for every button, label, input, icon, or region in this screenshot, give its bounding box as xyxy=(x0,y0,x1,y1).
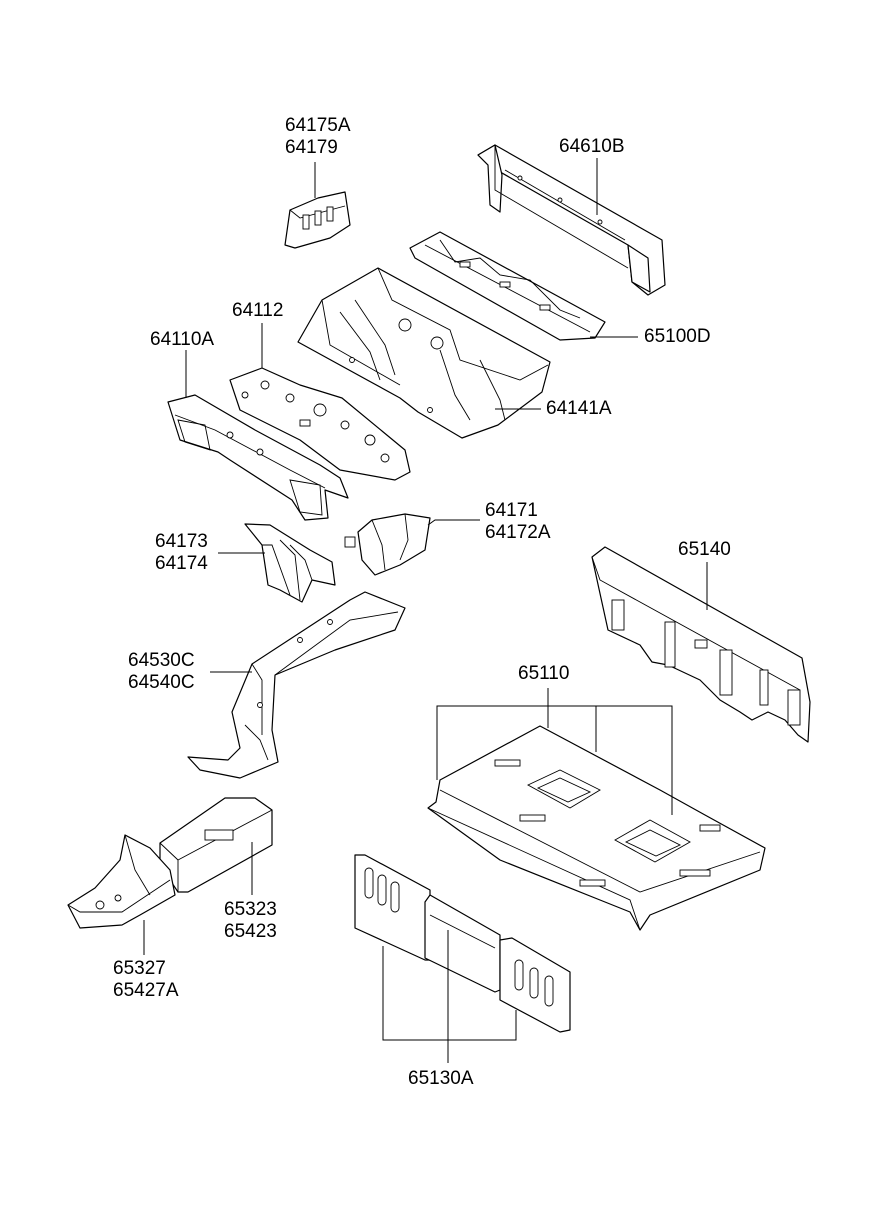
callout-text: 64173 xyxy=(155,531,208,552)
callout-text: 64530C xyxy=(128,650,195,671)
part-member-end-65327 xyxy=(67,834,176,929)
leader-lines xyxy=(143,158,708,1063)
callout-64530c-64540c: 64530C 64540C xyxy=(128,650,195,694)
part-dash-panel-64110 xyxy=(167,394,349,521)
callout-text: 64171 xyxy=(485,500,538,521)
callout-text: 65327 xyxy=(113,958,166,979)
callout-text: 65423 xyxy=(224,921,277,942)
callout-64610b: 64610B xyxy=(559,136,625,158)
callout-64141a: 64141A xyxy=(546,398,612,420)
callout-64110a: 64110A xyxy=(150,329,214,351)
callout-text: 64112 xyxy=(232,300,284,321)
part-side-member-64530 xyxy=(187,591,406,779)
callout-64175a-64179: 64175A 64179 xyxy=(285,115,351,159)
callout-text: 64610B xyxy=(559,136,625,157)
callout-text: 65130A xyxy=(408,1068,474,1089)
callout-65100d: 65100D xyxy=(644,326,711,348)
callout-text: 65100D xyxy=(644,326,711,347)
callout-text: 64179 xyxy=(285,137,338,158)
part-rear-member-65323 xyxy=(159,797,273,893)
part-plate-64112 xyxy=(229,367,411,481)
part-bracket-64175 xyxy=(284,191,351,249)
part-crossmember-64610 xyxy=(477,144,666,296)
callout-64112: 64112 xyxy=(232,300,283,322)
callout-text: 64540C xyxy=(128,672,195,693)
callout-65140: 65140 xyxy=(678,539,731,561)
part-crossmember-65140 xyxy=(591,546,811,743)
callout-text: 65427A xyxy=(113,980,179,1001)
callout-text: 65110 xyxy=(518,663,570,684)
part-bracket-64173 xyxy=(244,523,336,603)
callout-text: 64141A xyxy=(546,398,612,419)
part-reinforcement-65100 xyxy=(409,231,606,341)
callout-65110: 65110 xyxy=(518,663,569,685)
callout-64173-64174: 64173 64174 xyxy=(155,531,208,575)
callout-text: 65323 xyxy=(224,899,277,920)
callout-text: 64172A xyxy=(485,522,551,543)
callout-text: 64110A xyxy=(150,329,215,350)
callout-65130a: 65130A xyxy=(408,1068,474,1090)
part-bracket-64171 xyxy=(344,513,431,576)
callout-text: 65140 xyxy=(678,539,731,560)
part-panels-65130 xyxy=(354,854,571,1033)
callout-65323-65423: 65323 65423 xyxy=(224,899,277,943)
part-rear-floor-65110 xyxy=(427,725,766,931)
callout-text: 64174 xyxy=(155,553,208,574)
callout-text: 64175A xyxy=(285,115,351,136)
callout-65327-65427a: 65327 65427A xyxy=(113,958,179,1002)
callout-64171-64172a: 64171 64172A xyxy=(485,500,551,544)
